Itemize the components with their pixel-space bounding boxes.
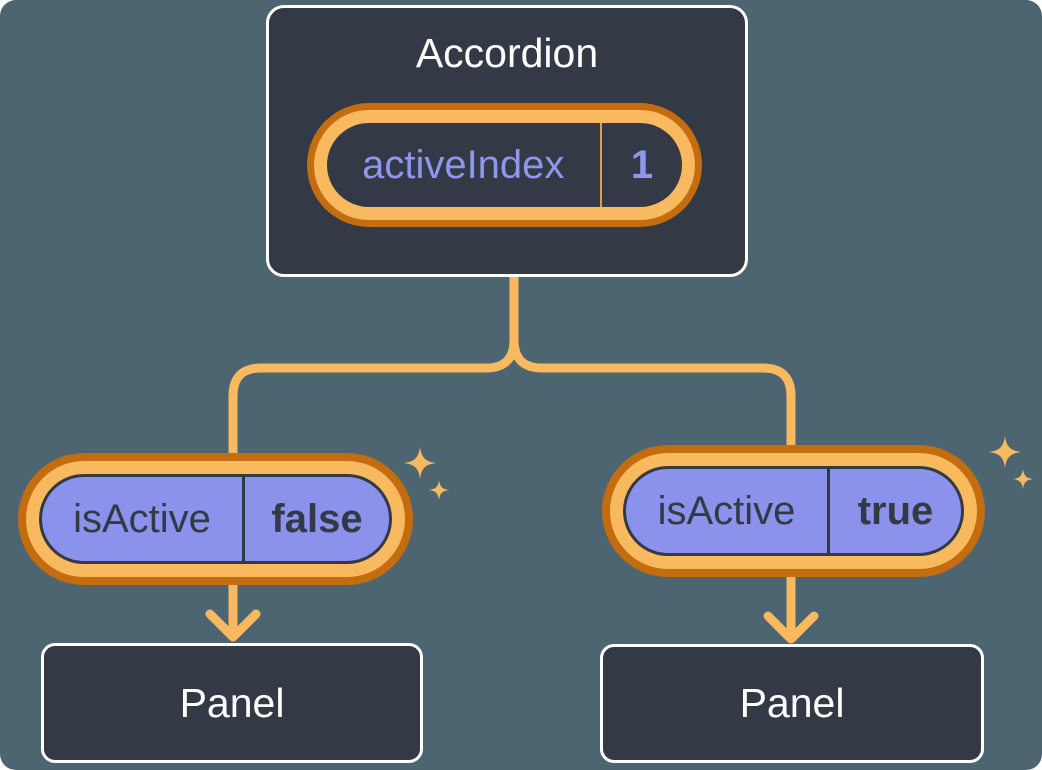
state-pill-activeindex: activeIndex 1 (307, 103, 702, 227)
pill-ring: activeIndex 1 (314, 110, 695, 220)
panel-node-left: Panel (41, 643, 423, 763)
sparkle-icon (429, 480, 449, 500)
pill-ring: isActive true (610, 453, 977, 569)
arrowhead-right-icon (763, 611, 819, 644)
state-name: activeIndex (362, 142, 565, 187)
pill-ring: isActive false (26, 461, 405, 577)
connector-right-branch (509, 269, 796, 637)
prop-pill-isactive-false: isActive false (18, 453, 413, 585)
state-value: 1 (630, 142, 654, 187)
pill-divider (827, 469, 830, 553)
arrowhead-left-icon (205, 609, 261, 642)
pill-body: activeIndex 1 (327, 123, 682, 207)
prop-value: false (271, 496, 363, 541)
sparkle-icon (1013, 469, 1033, 489)
prop-pill-isactive-true: isActive true (602, 445, 985, 577)
panel-node-right: Panel (600, 644, 984, 763)
pill-body: isActive false (39, 474, 392, 564)
pill-body: isActive true (623, 466, 964, 556)
sparkle-icon (989, 436, 1021, 468)
prop-name: isActive (73, 496, 211, 541)
pill-divider (599, 123, 602, 207)
sparkle-icon (404, 447, 436, 479)
pill-divider (242, 477, 245, 561)
prop-name: isActive (657, 488, 796, 533)
component-title: Accordion (415, 30, 599, 76)
prop-value: true (857, 488, 934, 533)
